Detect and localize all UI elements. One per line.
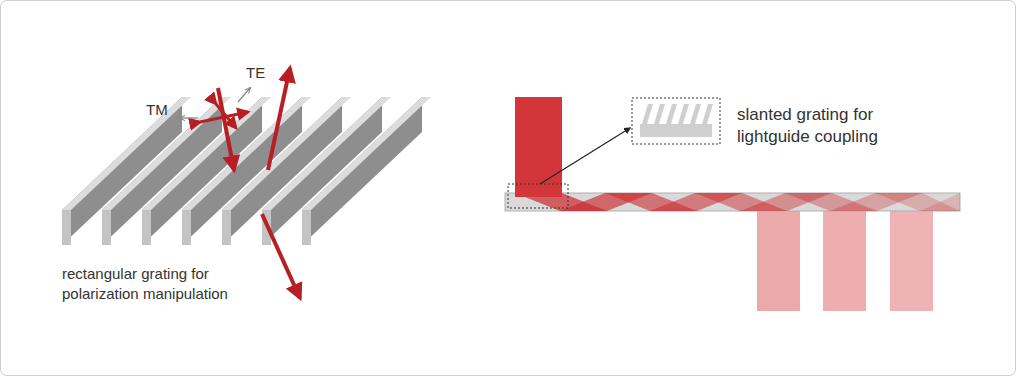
beam-arrows	[180, 68, 300, 298]
polarization-label: TM	[146, 100, 186, 120]
polarization-label: TE	[246, 63, 286, 83]
caption-text: slanted grating for lightguide coupling	[737, 104, 917, 148]
lightguide	[505, 97, 960, 311]
rectangular-grating	[62, 97, 431, 245]
slanted-grating-inset	[632, 98, 720, 144]
caption-text: rectangular grating for polarization man…	[62, 264, 262, 303]
